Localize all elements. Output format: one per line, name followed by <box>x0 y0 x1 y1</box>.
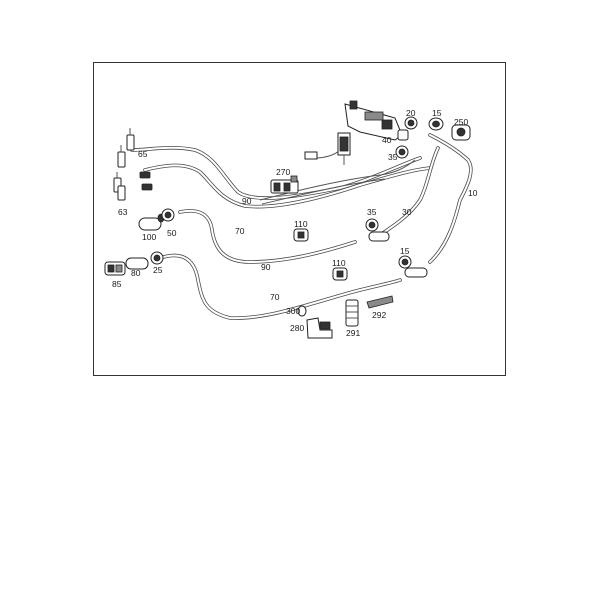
label-63: 63 <box>118 207 128 217</box>
fuel-lines <box>130 133 473 320</box>
label-35b: 35 <box>367 207 377 217</box>
label-85: 85 <box>112 279 122 289</box>
label-40: 40 <box>382 135 392 145</box>
fuel-sender-unit <box>304 100 403 165</box>
label-90b: 90 <box>261 262 271 272</box>
clamp-part-35-top <box>395 145 409 159</box>
hose-part-80 <box>125 257 149 270</box>
label-110b: 110 <box>332 258 346 268</box>
label-10: 10 <box>468 188 478 198</box>
label-25: 25 <box>153 265 163 275</box>
label-50: 50 <box>167 228 177 238</box>
clip-part-292 <box>366 295 394 309</box>
grommet-part-110-upper <box>293 228 309 242</box>
bracket-part-280 <box>306 317 333 339</box>
label-70a: 70 <box>235 226 245 236</box>
bracket-part-85 <box>104 261 126 276</box>
label-250: 250 <box>454 117 468 127</box>
clip-part-300 <box>297 305 307 317</box>
label-291: 291 <box>346 328 360 338</box>
clamp-part-25 <box>150 251 164 265</box>
part-labels: 10 15 15 20 25 30 35 35 40 50 63 65 70 7… <box>112 108 478 338</box>
grommet-part-250 <box>451 124 471 141</box>
hose-part-100 <box>138 213 165 231</box>
clamp-part-15-mid <box>398 255 428 278</box>
label-280: 280 <box>290 323 304 333</box>
clamp-part-20 <box>404 116 418 130</box>
clamp-part-15-top <box>428 117 444 131</box>
label-300: 300 <box>286 306 300 316</box>
label-110a: 110 <box>294 219 308 229</box>
label-35a: 35 <box>388 152 398 162</box>
label-30: 30 <box>402 207 412 217</box>
holder-part-270 <box>270 175 299 194</box>
connector-part-40 <box>397 129 409 141</box>
label-65: 65 <box>138 149 148 159</box>
hose-connectors-left <box>113 128 153 201</box>
label-292: 292 <box>372 310 386 320</box>
label-100: 100 <box>142 232 156 242</box>
label-15a: 15 <box>432 108 442 118</box>
label-20: 20 <box>406 108 416 118</box>
label-15b: 15 <box>400 246 410 256</box>
label-80: 80 <box>131 268 141 278</box>
clamp-part-35-mid <box>365 218 390 242</box>
grommet-part-110-lower <box>332 267 348 281</box>
clamp-part-50 <box>161 208 175 222</box>
clip-part-291 <box>345 299 359 327</box>
label-70b: 70 <box>270 292 280 302</box>
label-90a: 90 <box>242 196 252 206</box>
label-270: 270 <box>276 167 290 177</box>
